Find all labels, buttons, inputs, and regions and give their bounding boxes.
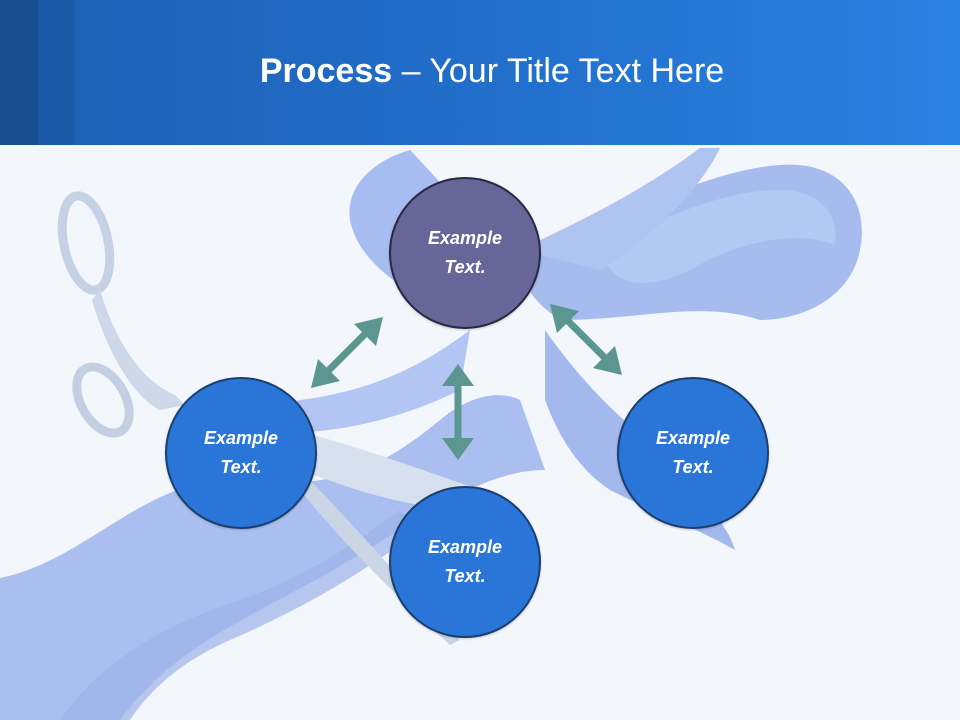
process-node-right: Example Text.: [617, 377, 769, 529]
header-stripe: [38, 0, 75, 145]
title-rest: – Your Title Text Here: [392, 52, 725, 90]
slide-body: Example Text. Example Text. Example Text…: [0, 145, 960, 720]
process-node-top: Example Text.: [389, 177, 541, 329]
process-node-bottom: Example Text.: [389, 486, 541, 638]
title-bold: Process: [259, 52, 393, 90]
header-stripe: [0, 0, 38, 145]
scissor-arm: [92, 290, 185, 410]
ribbon-band-shade: [60, 510, 420, 720]
arrow-top-left: [311, 317, 383, 388]
bow-loop-highlight: [600, 190, 836, 283]
slide-header: Process – Your Title Text Here: [0, 0, 960, 145]
scissor-ring-top: [57, 191, 115, 295]
scissor-ring-lower: [72, 362, 134, 438]
process-node-left: Example Text.: [165, 377, 317, 529]
arrow-top-right: [550, 304, 622, 375]
slide-title: Process – Your Title Text Here: [0, 52, 960, 91]
bow-streamer-top: [520, 148, 720, 270]
arrow-vertical: [442, 364, 474, 460]
